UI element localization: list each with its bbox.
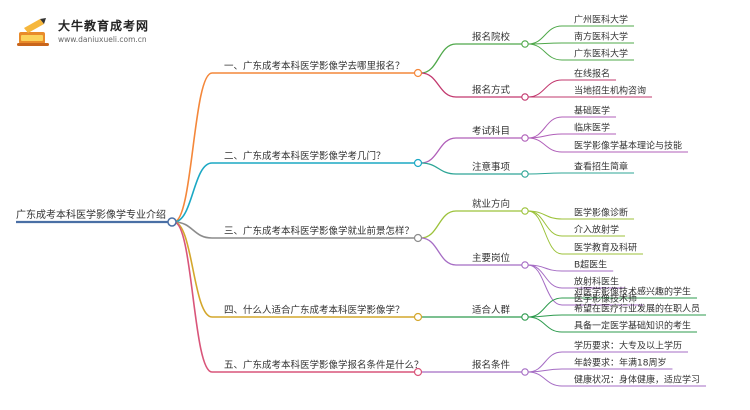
group-node — [521, 368, 529, 376]
branch-label: 一、广东成考本科医学影像学去哪里报名？ — [224, 60, 405, 72]
group-node — [521, 170, 529, 178]
leaf-connector — [527, 172, 563, 175]
group-node — [521, 134, 529, 142]
branch-node — [413, 233, 423, 243]
leaf-connector — [527, 137, 563, 153]
leaf-label: 医学影像学基本理论与技能 — [574, 140, 682, 152]
branch-label: 四、什么人适合广东成考本科医学影像学？ — [224, 304, 405, 316]
leaf-connector — [527, 371, 563, 387]
brand-name: 大牛教育成考网 — [58, 19, 150, 33]
root-node — [167, 217, 177, 227]
group-node — [521, 40, 529, 48]
branch-node — [413, 367, 423, 377]
group-connector — [420, 137, 457, 164]
leaf-connector — [527, 264, 563, 306]
branch-label: 三、广东成考本科医学影像学就业前景怎样？ — [224, 225, 414, 237]
mindmap-labels: 广东成考本科医学影像学专业介绍 一、广东成考本科医学影像学去哪里报名？ 报名院校 广州… — [16, 14, 700, 386]
leaf-connector — [527, 25, 563, 45]
leaf-connector — [527, 79, 563, 98]
branch-connector — [173, 72, 213, 223]
leaf-label: 放射科医生 — [574, 276, 619, 288]
leaf-connector — [527, 133, 563, 139]
branch-connector — [173, 162, 213, 223]
book-pencil-icon — [17, 18, 49, 46]
group-connector — [420, 72, 457, 98]
mindmap-edges — [16, 25, 707, 387]
leaf-label: 具备一定医学基础知识的考生 — [574, 320, 691, 332]
leaf-connector — [527, 297, 563, 318]
leaf-label: 希望在医疗行业发展的在职人员 — [574, 303, 700, 315]
leaf-label: B超医生 — [574, 259, 607, 271]
group-node — [521, 313, 529, 321]
group-label: 适合人群 — [472, 304, 511, 316]
leaf-label: 广东医科大学 — [574, 48, 628, 60]
leaf-connector — [527, 210, 563, 255]
group-connector — [420, 43, 457, 74]
leaf-label: 在线报名 — [574, 68, 610, 80]
leaf-label: 对医学影像技术感兴趣的学生 — [574, 286, 691, 298]
leaf-label: 医学影像诊断 — [574, 207, 628, 219]
group-label: 报名条件 — [472, 359, 511, 371]
leaf-label: 年龄要求：年满18周岁 — [574, 357, 666, 369]
leaf-label: 介入放射学 — [574, 224, 619, 236]
leaf-label: 南方医科大学 — [574, 31, 628, 43]
branch-node — [413, 158, 423, 168]
group-node — [521, 207, 529, 215]
leaf-connector — [527, 43, 563, 61]
leaf-connector — [527, 368, 563, 373]
group-label: 注意事项 — [472, 161, 511, 173]
branch-label: 二、广东成考本科医学影像学考几门？ — [224, 150, 386, 162]
leaf-connector — [527, 316, 563, 333]
leaf-connector — [527, 116, 563, 139]
brand-url: www.daniuxueli.com.cn — [58, 35, 147, 44]
leaf-label: 医学教育及科研 — [574, 242, 637, 254]
leaf-label: 查看招生简章 — [574, 161, 628, 173]
leaf-label: 广州医科大学 — [574, 14, 628, 26]
leaf-label: 健康状况：身体健康，适应学习 — [574, 374, 700, 386]
leaf-label: 医学影像技术师 — [574, 293, 637, 305]
group-label: 考试科目 — [472, 125, 510, 137]
branch-connector — [173, 221, 213, 373]
group-node — [521, 93, 529, 101]
leaf-label: 学历要求：大专及以上学历 — [574, 340, 682, 352]
root-label: 广东成考本科医学影像学专业介绍 — [16, 208, 166, 221]
group-label: 就业方向 — [472, 198, 510, 210]
group-connector — [420, 162, 457, 175]
group-label: 主要岗位 — [472, 252, 511, 264]
group-label: 报名方式 — [472, 84, 511, 96]
group-connector — [420, 210, 457, 239]
group-node — [521, 261, 529, 269]
branch-connector — [173, 221, 213, 239]
branch-node — [413, 68, 423, 78]
leaf-label: 当地招生机构咨询 — [574, 85, 646, 97]
group-connector — [420, 237, 457, 266]
group-label: 报名院校 — [472, 31, 511, 43]
leaf-label: 基础医学 — [574, 105, 610, 117]
branch-node — [413, 312, 423, 322]
leaf-label: 临床医学 — [574, 122, 610, 134]
brand-logo: 大牛教育成考网 www.daniuxueli.com.cn — [16, 16, 196, 50]
branch-label: 五、广东成考本科医学影像学报名条件是什么？ — [224, 359, 424, 371]
